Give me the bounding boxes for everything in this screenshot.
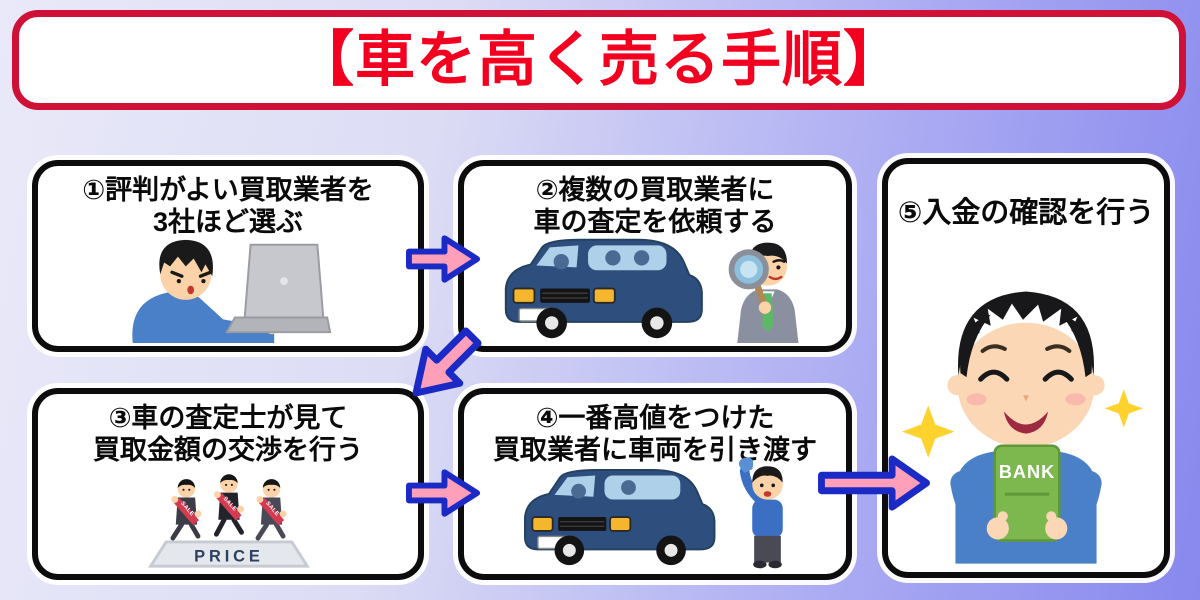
arrow-step3-to-step4: [406, 464, 480, 522]
car-handover-illustration: [524, 457, 783, 569]
sparkle-icon: [902, 405, 955, 458]
step-3-text: ③車の査定士が見て 買取金額の交渉を行う: [38, 403, 418, 467]
step-1-text: ①評判がよい買取業者を 3社ほど選ぶ: [38, 175, 418, 239]
step-5-text: ⑤入金の確認を行う: [888, 196, 1164, 230]
bank-book-label: BANK: [999, 462, 1055, 482]
step-4-line2: 買取業者に車両を引き渡す: [493, 434, 817, 465]
step-4-text: ④一番高値をつけた 買取業者に車両を引き渡す: [464, 403, 846, 467]
arrow-step1-to-step2: [406, 230, 480, 288]
bank-book-icon: BANK: [993, 444, 1061, 542]
price-mat-label: PRICE: [194, 547, 264, 565]
sale-runners-illustration: PRICE SALE SALE: [147, 474, 310, 568]
page-title: 【車を高く売る手順】: [294, 26, 904, 93]
step-4-line1: ④一番高値をつけた: [535, 403, 775, 433]
step-3-line2: 買取金額の交渉を行う: [93, 434, 363, 465]
laptop-person-illustration: [132, 239, 332, 343]
step-2-line2: 車の査定を依頼する: [533, 206, 777, 237]
step-4-box: ④一番高値をつけた 買取業者に車両を引き渡す: [458, 388, 852, 580]
title-banner: 【車を高く売る手順】: [12, 10, 1186, 110]
runner-icon: SALE: [170, 479, 202, 541]
step-3-line1: ③車の査定士が見て: [108, 403, 348, 433]
step-2-line1: ②複数の買取業者に: [535, 175, 775, 205]
car-icon: [504, 238, 703, 339]
step-5-line1: ⑤入金の確認を行う: [897, 197, 1155, 229]
step-2-text: ②複数の買取業者に 車の査定を依頼する: [464, 175, 846, 239]
arrow-step4-to-step5: [818, 452, 930, 514]
step-2-box: ②複数の買取業者に 車の査定を依頼する: [458, 160, 852, 352]
step-1-line1: ①評判がよい買取業者を: [82, 175, 374, 205]
arrow-step2-to-step3: [387, 308, 502, 423]
step-1-line2: 3社ほど選ぶ: [152, 206, 304, 237]
step-5-box: ⑤入金の確認を行う: [882, 158, 1170, 578]
car-icon: [524, 468, 716, 566]
car-and-appraiser-illustration: [504, 238, 799, 343]
runner-icon: SALE: [213, 474, 245, 537]
seller-man-icon: [738, 457, 783, 569]
bank-book-man-illustration: BANK: [902, 291, 1143, 564]
step-1-box: ①評判がよい買取業者を 3社ほど選ぶ: [32, 160, 424, 352]
runner-icon: SALE: [255, 479, 287, 541]
step-3-box: ③車の査定士が見て 買取金額の交渉を行う PRICE SALE: [32, 388, 424, 580]
sparkle-icon: [1104, 389, 1143, 428]
appraiser-with-magnifier-icon: [728, 242, 799, 343]
